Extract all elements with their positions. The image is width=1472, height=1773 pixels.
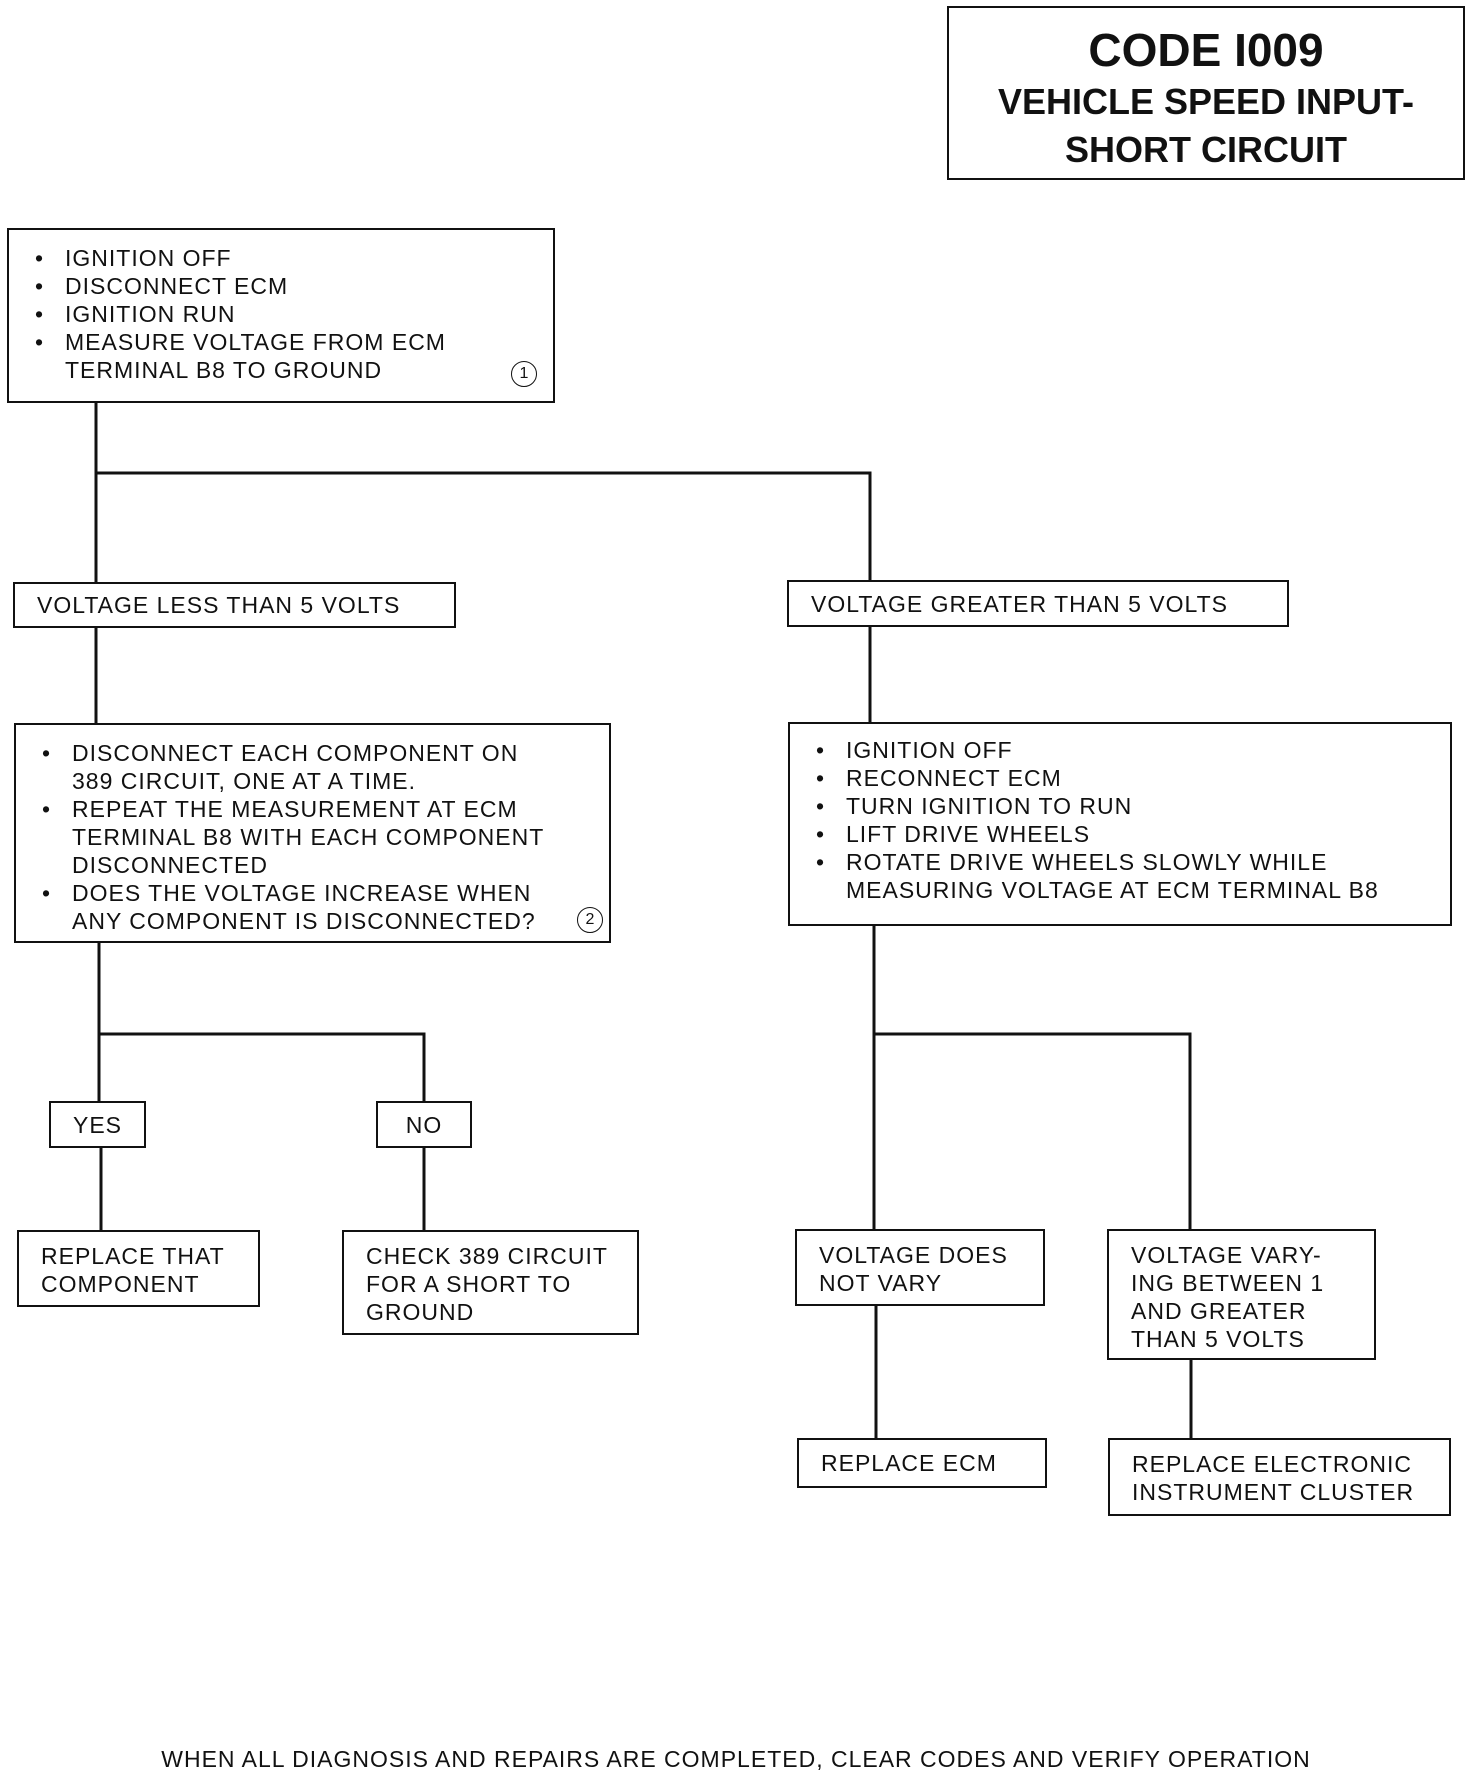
step-list: •IGNITION OFF •RECONNECT ECM •TURN IGNIT… — [812, 736, 1430, 904]
text-line: REPLACE ELECTRONIC — [1132, 1451, 1413, 1477]
result-voltage-less-than-5: VOLTAGE LESS THAN 5 VOLTS — [13, 582, 456, 628]
footer-note: WHEN ALL DIAGNOSIS AND REPAIRS ARE COMPL… — [161, 1746, 1311, 1772]
action-replace-component: REPLACE THAT COMPONENT — [17, 1230, 260, 1307]
step-item: •LIFT DRIVE WHEELS — [816, 821, 1091, 847]
step-item: •MEASURE VOLTAGE FROM ECM TERMINAL B8 TO… — [35, 329, 446, 383]
answer-yes: YES — [49, 1101, 146, 1148]
step-disconnect-components: •DISCONNECT EACH COMPONENT ON 389 CIRCUI… — [14, 723, 611, 943]
action-check-389-circuit: CHECK 389 CIRCUIT FOR A SHORT TO GROUND — [342, 1230, 639, 1335]
step-item: •DOES THE VOLTAGE INCREASE WHEN ANY COMP… — [42, 880, 536, 934]
text-line: VOLTAGE DOES — [819, 1242, 1008, 1268]
text-line: COMPONENT — [41, 1271, 200, 1297]
step-item: •DISCONNECT EACH COMPONENT ON 389 CIRCUI… — [42, 740, 519, 794]
text-line: VOLTAGE VARY- — [1131, 1242, 1322, 1268]
step-item: •REPEAT THE MEASUREMENT AT ECM TERMINAL … — [42, 796, 544, 878]
answer-no: NO — [376, 1101, 472, 1148]
diagnostic-code-subtitle: VEHICLE SPEED INPUT- SHORT CIRCUIT — [949, 78, 1463, 174]
title-box: CODE I009 VEHICLE SPEED INPUT- SHORT CIR… — [947, 6, 1465, 180]
step-measure-voltage: •IGNITION OFF •DISCONNECT ECM •IGNITION … — [7, 228, 555, 403]
action-replace-ecm: REPLACE ECM — [797, 1438, 1047, 1488]
step-item: •IGNITION OFF — [816, 737, 1013, 763]
result-voltage-does-not-vary: VOLTAGE DOES NOT VARY — [795, 1229, 1045, 1306]
step-rotate-drive-wheels: •IGNITION OFF •RECONNECT ECM •TURN IGNIT… — [788, 722, 1452, 926]
text-line: CHECK 389 CIRCUIT — [366, 1243, 608, 1269]
step-item: •DISCONNECT ECM — [35, 273, 289, 299]
text-line: FOR A SHORT TO — [366, 1271, 572, 1297]
subtitle-line: VEHICLE SPEED INPUT- — [997, 81, 1415, 122]
result-voltage-greater-than-5: VOLTAGE GREATER THAN 5 VOLTS — [787, 580, 1289, 627]
connector-split-right — [94, 471, 872, 584]
text-line: AND GREATER — [1131, 1298, 1307, 1324]
result-voltage-varying: VOLTAGE VARY- ING BETWEEN 1 AND GREATER … — [1107, 1229, 1376, 1360]
action-replace-instrument-cluster: REPLACE ELECTRONIC INSTRUMENT CLUSTER — [1108, 1438, 1451, 1516]
text-line: GROUND — [366, 1299, 475, 1325]
connector-split-no — [97, 1032, 426, 1103]
text-line: ING BETWEEN 1 — [1131, 1270, 1325, 1296]
subtitle-line: SHORT CIRCUIT — [1065, 129, 1347, 170]
text-line: INSTRUMENT CLUSTER — [1132, 1479, 1415, 1505]
reference-number: 1 — [511, 361, 537, 387]
connector-split-varying — [872, 1032, 1192, 1231]
text-line: REPLACE THAT — [41, 1243, 225, 1269]
text-line: NOT VARY — [819, 1270, 943, 1296]
text-line: THAN 5 VOLTS — [1131, 1326, 1305, 1352]
step-item: •RECONNECT ECM — [816, 765, 1062, 791]
diagnostic-code-title: CODE I009 — [1088, 24, 1324, 76]
step-item: •IGNITION RUN — [35, 301, 236, 327]
step-item: •ROTATE DRIVE WHEELS SLOWLY WHILE MEASUR… — [816, 849, 1379, 903]
step-item: •TURN IGNITION TO RUN — [816, 793, 1133, 819]
step-item: •IGNITION OFF — [35, 245, 232, 271]
step-list: •IGNITION OFF •DISCONNECT ECM •IGNITION … — [31, 244, 531, 384]
step-list: •DISCONNECT EACH COMPONENT ON 389 CIRCUI… — [38, 739, 593, 935]
reference-number: 2 — [577, 907, 603, 933]
